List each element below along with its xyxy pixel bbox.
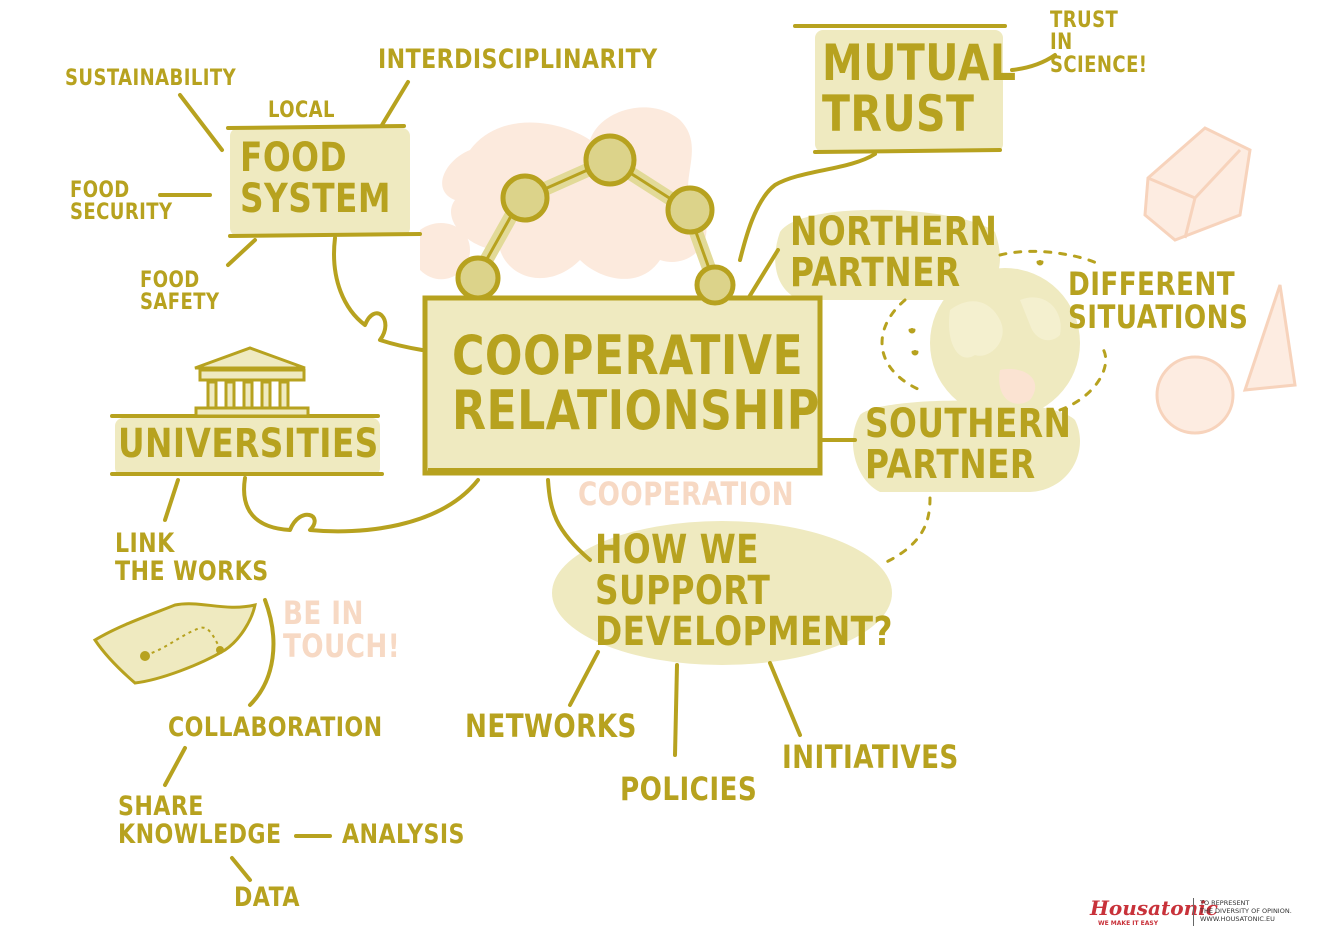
data-label: DATA xyxy=(234,882,300,913)
northern-partner-label: NORTHERN PARTNER xyxy=(790,209,998,296)
trust-in-science-label: TRUST IN SCIENCE! xyxy=(1050,8,1148,78)
globe-icon xyxy=(930,268,1080,418)
pale-background-shapes xyxy=(420,107,707,280)
food-system-label: FOOD SYSTEM xyxy=(240,135,391,222)
initiatives-label: INITIATIVES xyxy=(782,738,959,776)
dotted-connectors xyxy=(878,249,1108,567)
collaboration-label: COLLABORATION xyxy=(168,712,383,743)
link-the-works-label: LINK THE WORKS xyxy=(115,528,269,587)
analysis-label: ANALYSIS xyxy=(342,819,465,850)
mutual-trust-label: MUTUAL TRUST xyxy=(822,34,1017,143)
geometric-shapes xyxy=(1143,126,1297,435)
food-safety-label: FOOD SAFETY xyxy=(140,268,220,316)
food-security-label: FOOD SECURITY xyxy=(70,178,173,226)
logo-brand: Housatonic xyxy=(1090,896,1218,920)
cube-icon xyxy=(1143,126,1252,242)
university-building-icon xyxy=(194,346,310,418)
sustainability-label: SUSTAINABILITY xyxy=(65,66,237,91)
sphere-icon xyxy=(1155,355,1235,435)
share-knowledge-label: SHARE KNOWLEDGE xyxy=(118,791,282,850)
how-we-support-label: HOW WE SUPPORT DEVELOPMENT? xyxy=(595,527,893,655)
central-box xyxy=(422,295,823,476)
logo-side-text: TO REPRESENT THE DIVERSITY OF OPINION. w… xyxy=(1200,899,1292,924)
interdisciplinarity-label: INTERDISCIPLINARITY xyxy=(378,44,658,75)
connector-lines xyxy=(110,24,1057,882)
housatonic-logo: Housatonic WE MAKE IT EASY TO REPRESENT … xyxy=(1090,896,1305,930)
networks-label: NETWORKS xyxy=(465,707,637,745)
map-icon xyxy=(92,602,257,685)
logo-tagline: WE MAKE IT EASY xyxy=(1098,920,1159,927)
policies-label: POLICIES xyxy=(620,770,758,808)
universities-label: UNIVERSITIES xyxy=(118,421,379,467)
be-in-touch-label: BE IN TOUCH! xyxy=(283,594,401,665)
molecule-chain-icon xyxy=(455,133,736,306)
highlight-patches xyxy=(115,30,1080,665)
logo-divider xyxy=(1193,898,1194,926)
different-situations-label: DIFFERENT SITUATIONS xyxy=(1068,265,1249,336)
southern-partner-label: SOUTHERN PARTNER xyxy=(865,401,1072,488)
cooperation-label: COOPERATION xyxy=(578,475,794,513)
cone-icon xyxy=(1242,284,1297,392)
local-label: LOCAL xyxy=(268,98,335,123)
cooperative-relationship-label: COOPERATIVE RELATIONSHIP xyxy=(452,324,820,443)
